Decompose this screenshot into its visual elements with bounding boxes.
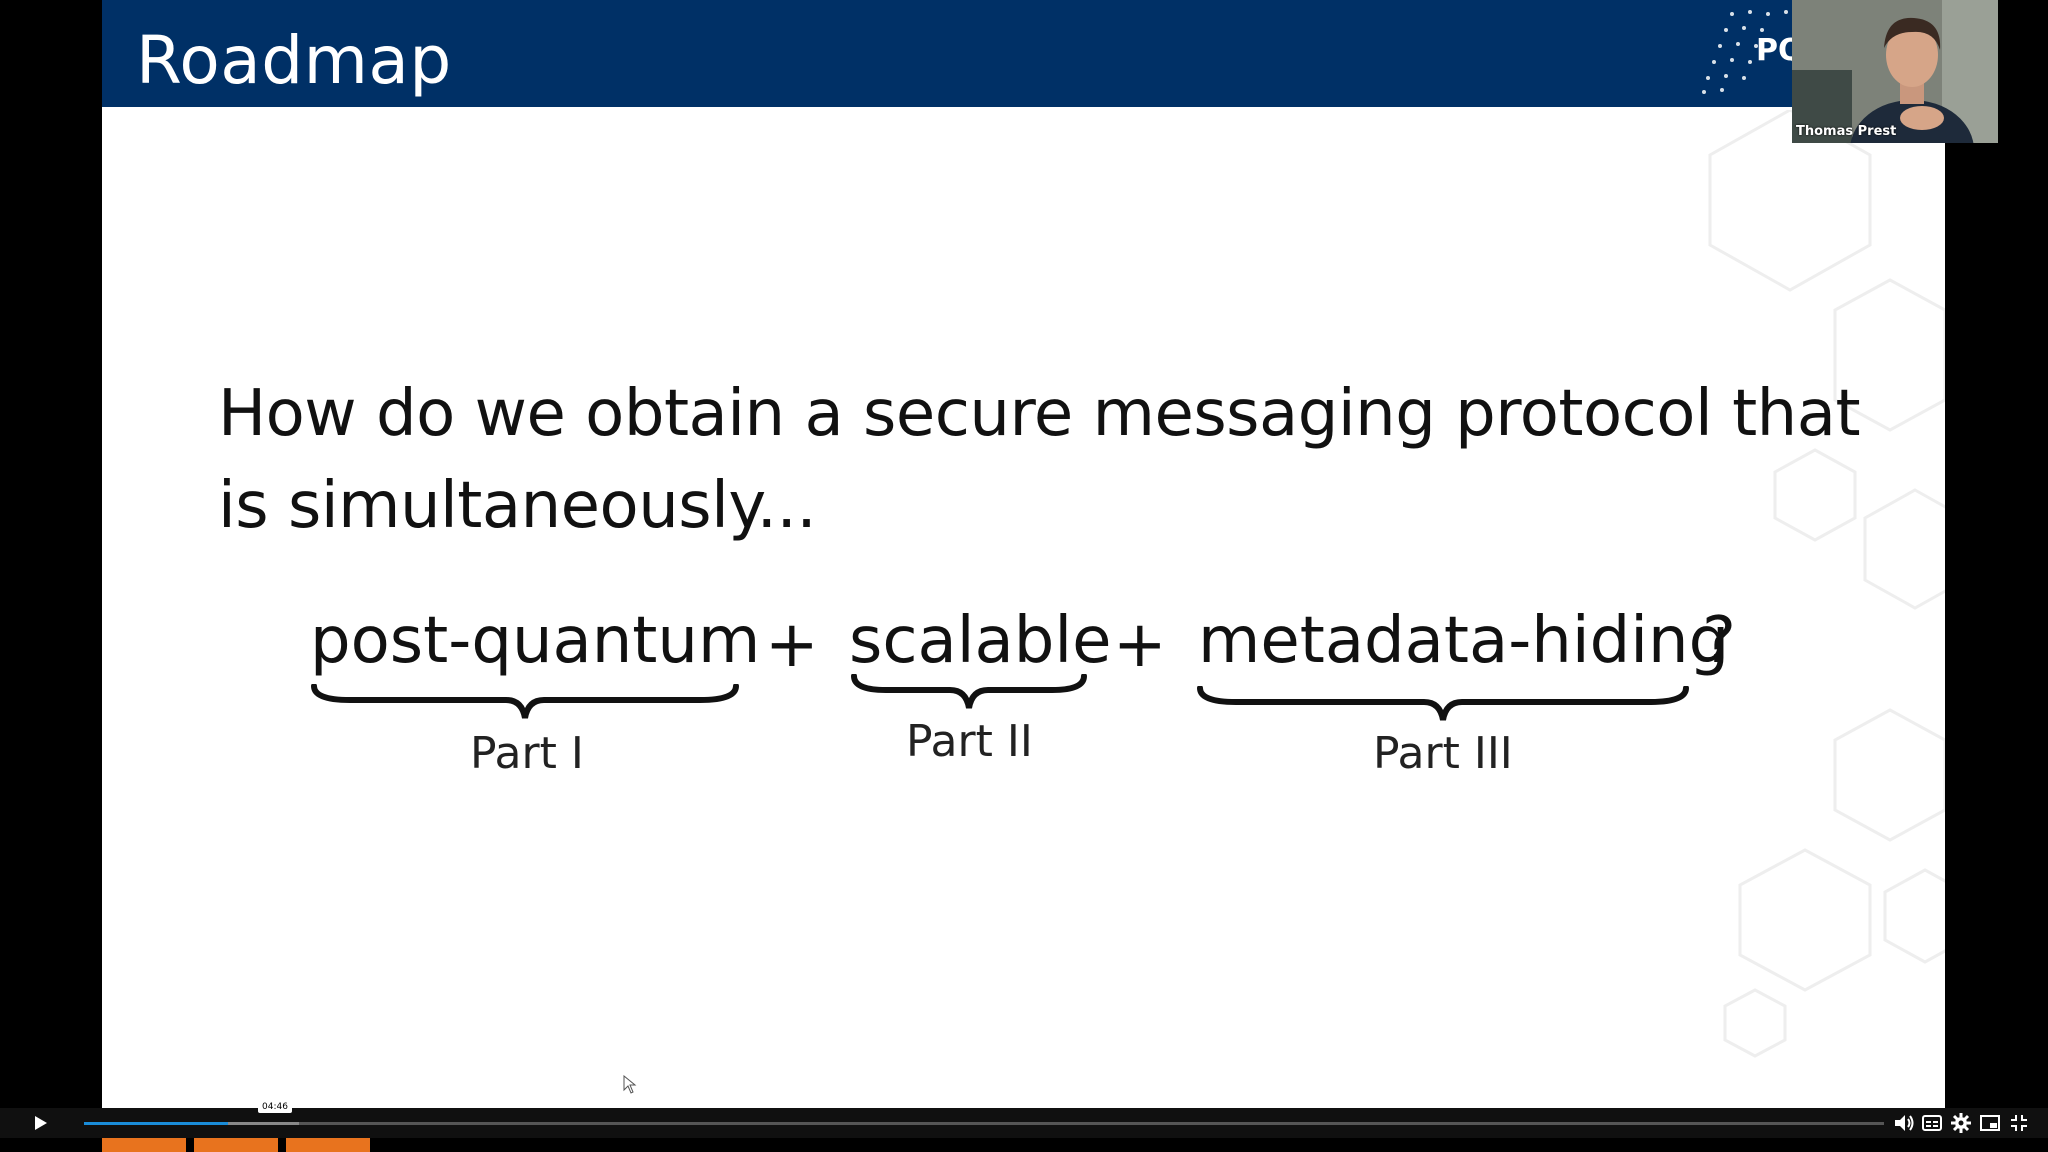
speaker-name: Thomas Prest xyxy=(1796,124,1897,139)
settings-icon[interactable] xyxy=(1950,1112,1972,1134)
thumbnail-strip-item xyxy=(194,1138,278,1152)
slide-header: Roadmap PQ SH xyxy=(102,0,1945,115)
question-text: How do we obtain a secure messaging prot… xyxy=(218,368,1898,552)
question-line-1: How do we obtain a secure messaging prot… xyxy=(218,377,1861,451)
part-label-2: Part II xyxy=(906,716,1033,767)
slide: Roadmap PQ SH xyxy=(102,0,1945,1108)
term-scalable: scalable xyxy=(849,604,1112,678)
captions-icon[interactable] xyxy=(1921,1112,1943,1134)
volume-icon[interactable] xyxy=(1893,1112,1915,1134)
time-tooltip: 04:46 xyxy=(258,1101,292,1113)
brace-part-3 xyxy=(1197,686,1689,721)
term-post-quantum: post-quantum xyxy=(310,604,761,678)
plus-sign-2: + xyxy=(1113,608,1167,682)
speaker-webcam: Thomas Prest xyxy=(1792,0,1998,143)
part-label-3: Part III xyxy=(1373,728,1513,779)
brace-part-2 xyxy=(851,674,1087,709)
progress-fill xyxy=(84,1122,228,1125)
play-icon[interactable] xyxy=(30,1113,50,1133)
miniplayer-icon[interactable] xyxy=(1979,1112,2001,1134)
question-line-2: is simultaneously... xyxy=(218,469,817,543)
slide-title: Roadmap xyxy=(136,22,452,99)
thumbnail-strip-item xyxy=(286,1138,370,1152)
question-mark: ? xyxy=(1702,604,1736,678)
mouse-cursor-icon xyxy=(623,1075,637,1094)
brace-part-1 xyxy=(311,684,739,719)
exit-fullscreen-icon[interactable] xyxy=(2008,1112,2030,1134)
speaker-video-icon xyxy=(1792,0,1998,143)
thumbnail-strip-item xyxy=(102,1138,186,1152)
progress-track[interactable] xyxy=(84,1122,1884,1125)
hexagon-decoration xyxy=(1708,110,1945,1058)
part-label-1: Part I xyxy=(470,728,584,779)
plus-sign-1: + xyxy=(765,608,819,682)
term-metadata-hiding: metadata-hiding xyxy=(1198,604,1730,678)
